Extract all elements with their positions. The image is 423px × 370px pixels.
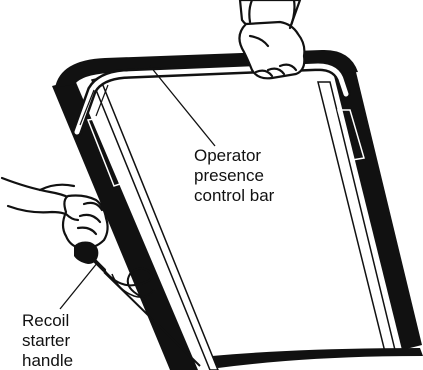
- hand-pulling-starter-icon: [2, 178, 108, 248]
- operator-label-line-3: control bar: [194, 186, 274, 206]
- starter-handle-leader-line: [60, 262, 98, 309]
- operator-presence-control-bar-label: Operator presence control bar: [194, 146, 274, 206]
- right-handle-rail: [318, 72, 422, 352]
- recoil-label-line-2: starter: [22, 331, 73, 351]
- operator-label-line-2: presence: [194, 166, 274, 186]
- recoil-starter-handle-label: Recoil starter handle: [22, 311, 73, 370]
- recoil-label-line-1: Recoil: [22, 311, 73, 331]
- operator-bar-leader-line: [150, 66, 215, 146]
- recoil-label-line-3: handle: [22, 351, 73, 370]
- operator-label-line-1: Operator: [194, 146, 274, 166]
- bottom-cross-bar: [212, 348, 423, 368]
